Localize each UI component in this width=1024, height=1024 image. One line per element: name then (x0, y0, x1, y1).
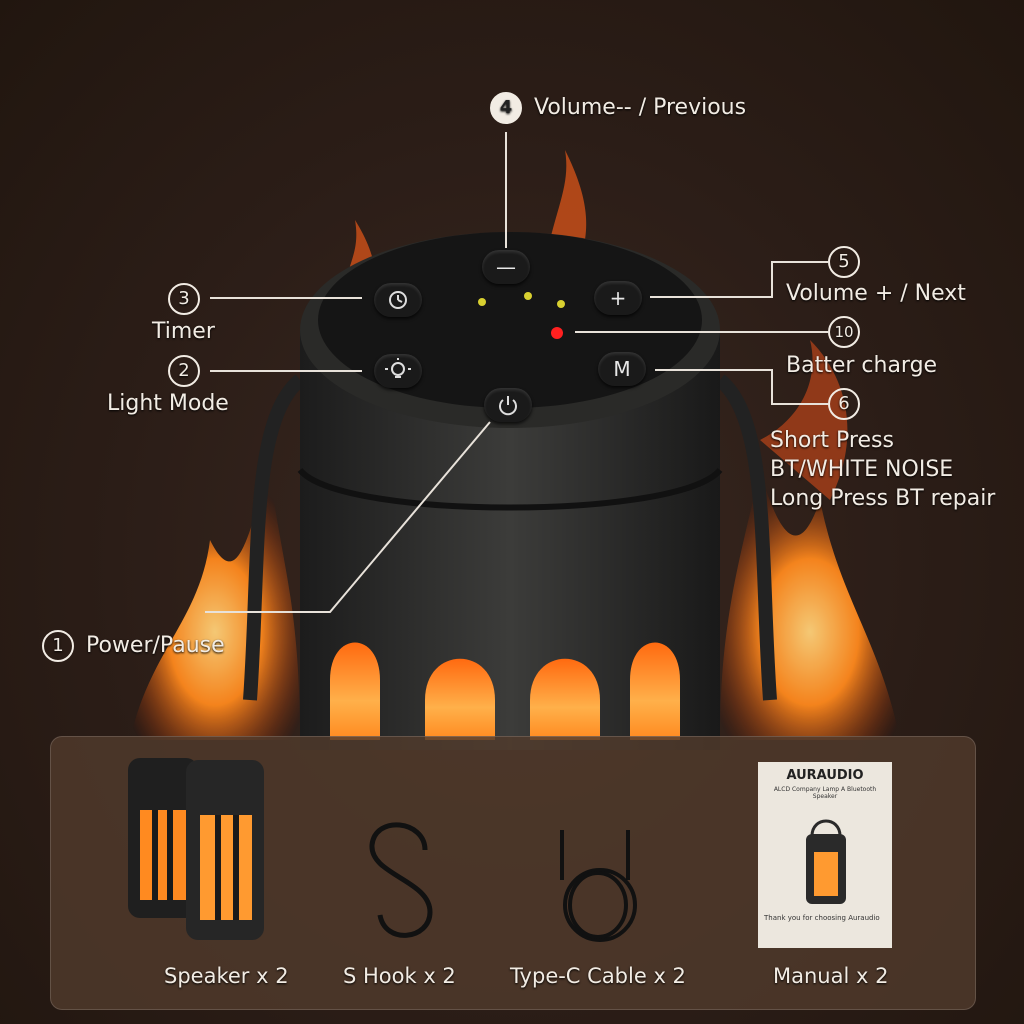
manual-thanks: Thank you for choosing Auraudio (764, 914, 880, 922)
power-icon (499, 396, 517, 416)
manual-lantern-icon (806, 819, 846, 904)
accessory-label-s-hook: S Hook x 2 (343, 964, 456, 988)
light-mode-button[interactable] (374, 354, 422, 388)
accessory-label-speaker: Speaker x 2 (164, 964, 289, 988)
manual-brand: AURAUDIO (786, 768, 864, 783)
charge-led (551, 327, 563, 339)
timer-button[interactable] (374, 283, 422, 317)
callout-2-number: 2 (168, 355, 200, 387)
callout-6-line-2: BT/WHITE NOISE (770, 457, 954, 482)
callout-lines (205, 132, 828, 613)
callout-10-number: 10 (828, 316, 860, 348)
clock-icon (389, 291, 407, 309)
callout-2-label: Light Mode (107, 391, 229, 416)
callout-4-number: 4 (490, 92, 522, 124)
accessory-label-manual: Manual x 2 (773, 964, 889, 988)
manual-image: AURAUDIO ALCD Company Lamp A Bluetooth S… (758, 762, 892, 948)
glowing-windows (330, 642, 680, 740)
callout-1-number: 1 (42, 630, 74, 662)
callout-4-label: Volume-- / Previous (534, 95, 747, 120)
led-1 (478, 298, 486, 306)
volume-up-button[interactable]: + (594, 281, 642, 315)
callout-1-label: Power/Pause (86, 633, 225, 658)
callout-6-line-3: Long Press BT repair (770, 486, 996, 511)
callout-3-number: 3 (168, 283, 200, 315)
callout-5-number: 5 (828, 246, 860, 278)
manual-subtitle: ALCD Company Lamp A Bluetooth Speaker (773, 786, 877, 800)
led-2 (524, 292, 532, 300)
volume-down-button[interactable]: — (482, 250, 530, 284)
mode-button[interactable]: M (598, 352, 646, 386)
callout-10-label: Batter charge (786, 353, 938, 378)
led-3 (557, 300, 565, 308)
callout-5-label: Volume + / Next (786, 281, 966, 306)
lightbulb-icon (385, 358, 411, 378)
callout-6-line-1: Short Press (770, 428, 894, 453)
callout-6-number: 6 (828, 388, 860, 420)
callout-3-label: Timer (152, 319, 215, 344)
accessory-label-cable: Type-C Cable x 2 (510, 964, 686, 988)
power-button[interactable] (484, 388, 532, 422)
